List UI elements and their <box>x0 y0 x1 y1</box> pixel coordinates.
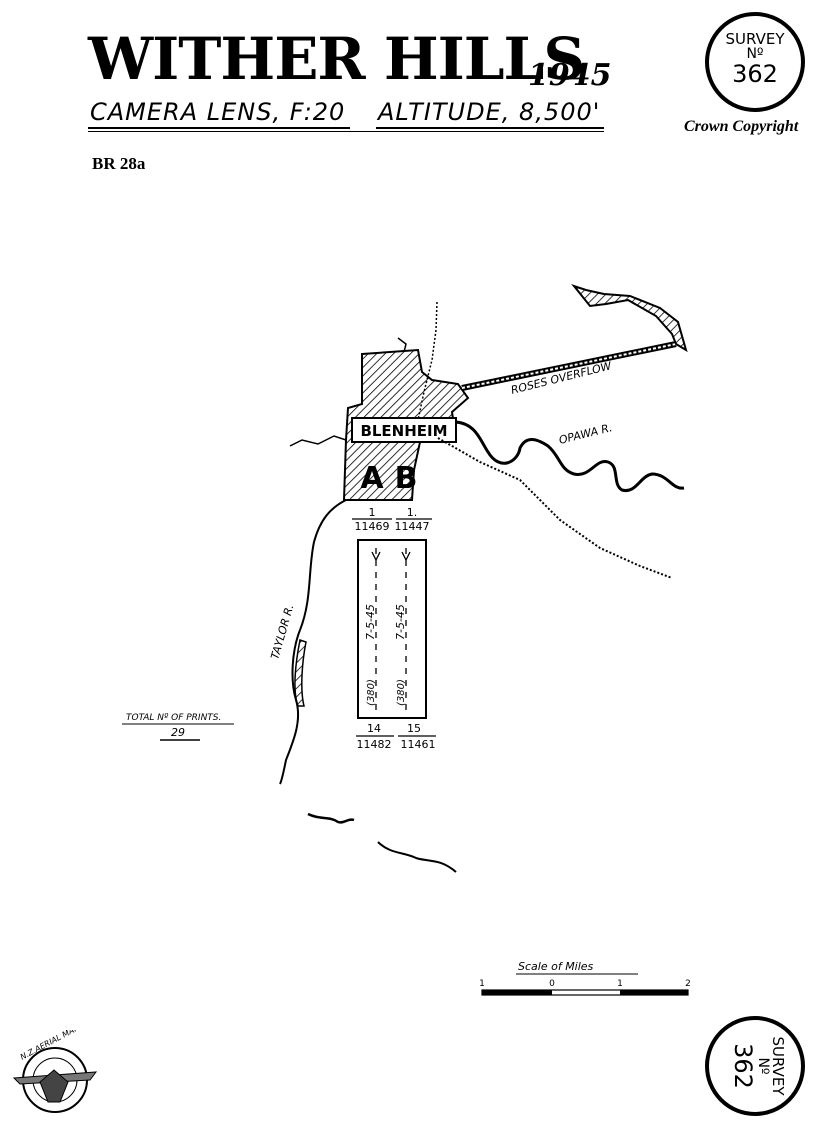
run-a-direction-arrow <box>371 551 381 562</box>
run-b-end-print: 15 <box>407 722 421 735</box>
railway-north <box>417 301 438 421</box>
town-label-box <box>351 417 457 443</box>
run-a-end-print: 14 <box>367 722 381 735</box>
run-b-start-print: 1. <box>407 506 418 519</box>
scale-tick-label: 1 <box>479 979 485 989</box>
coast-fragment-1 <box>307 812 355 824</box>
flight-coverage-box <box>357 539 427 719</box>
total-prints-value: 29 <box>171 726 185 739</box>
title-underline-double <box>88 131 604 132</box>
roses-overflow-bend <box>571 283 688 353</box>
run-a-date: 7-5-45 <box>364 604 377 640</box>
run-a-film: (380) <box>366 679 377 706</box>
scale-tick-label: 0 <box>549 979 555 989</box>
run-b-start-photo: 11447 <box>395 520 430 533</box>
sheet-reference: BR 28a <box>92 154 146 173</box>
western-stream <box>289 435 347 447</box>
run-b-end-photo: 11461 <box>401 738 436 751</box>
copyright-notice: Crown Copyright <box>684 118 799 135</box>
total-prints-label: TOTAL Nº OF PRINTS. <box>126 713 221 723</box>
opawa-river <box>455 420 685 493</box>
svg-text:N.Z.AERIAL MAPPING: N.Z.AERIAL MAPPING <box>19 1030 97 1062</box>
taylor-river <box>279 499 347 785</box>
scale-tick-label: 2 <box>685 979 691 989</box>
map-year: 1945 <box>528 58 612 93</box>
title-underline-second <box>376 127 604 129</box>
aerial-mapping-logo: N.Z.AERIAL MAPPING <box>12 1030 97 1113</box>
scale-title: Scale of Miles <box>518 960 594 973</box>
railway-southeast <box>437 437 673 579</box>
coast-fragment-2 <box>377 841 457 873</box>
run-b-film: (380) <box>396 679 407 706</box>
run-b-date: 7-5-45 <box>394 604 407 640</box>
altitude-label: ALTITUDE, 8,500' <box>378 98 601 126</box>
scale-bar-segment <box>482 990 552 995</box>
camera-lens-label: CAMERA LENS, F:20 <box>90 98 346 126</box>
run-a-start-print: 1 <box>369 506 376 519</box>
opawa-river-label: OPAWA R. <box>558 421 614 447</box>
map-title: WITHER HILLS <box>88 25 585 93</box>
roses-overflow-channel-inner <box>461 343 677 389</box>
town-label: BLENHEIM <box>360 422 447 440</box>
title-underline <box>88 127 350 129</box>
run-a-letter: A <box>360 461 384 496</box>
stamp-number: 362 <box>732 59 778 88</box>
scale-tick-label: 1 <box>617 979 623 989</box>
stamp-number-sign: Nº <box>746 46 764 62</box>
taylor-river-label: TAYLOR R. <box>268 603 296 661</box>
scale-bar-segment <box>620 990 688 995</box>
northern-stream <box>397 337 407 353</box>
run-b-letter: B <box>395 461 418 496</box>
run-a-start-photo: 11469 <box>355 520 390 533</box>
run-a-end-photo: 11482 <box>357 738 392 751</box>
run-b-direction-arrow <box>401 551 411 562</box>
stamp-survey-label: SURVEY <box>725 30 785 48</box>
taylor-river-hatched <box>294 639 307 707</box>
survey-stamp-top: SURVEY Nº 362 <box>705 12 805 112</box>
